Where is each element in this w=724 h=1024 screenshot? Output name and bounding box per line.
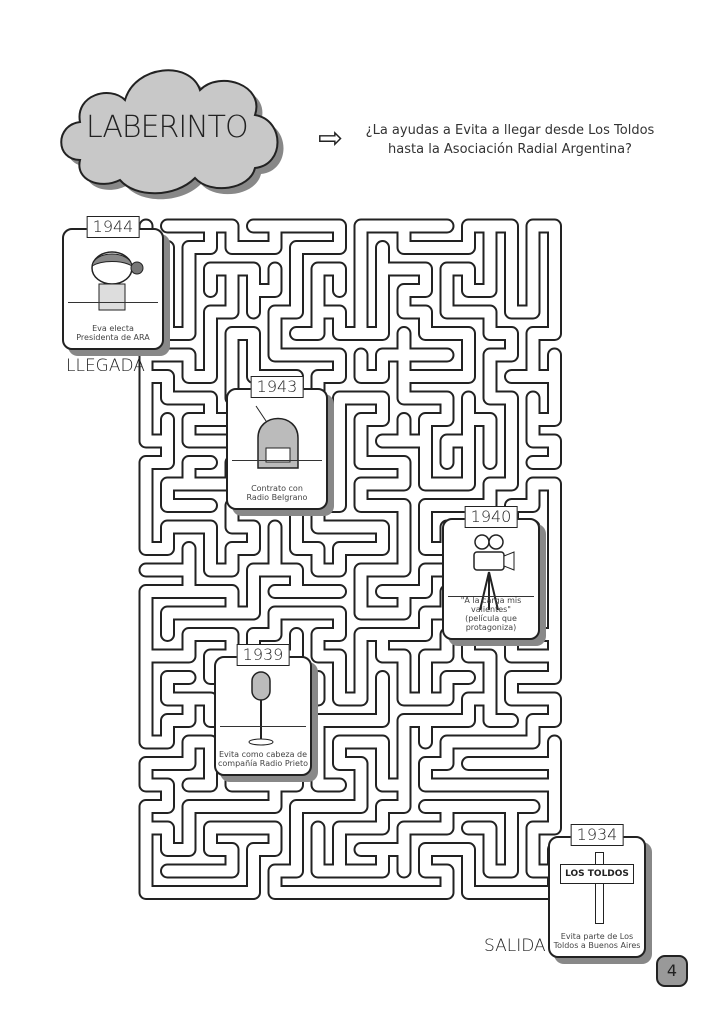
arrow-right-icon: ⇨ — [318, 121, 344, 156]
card-caption: "A la carga mis valientes"(película que … — [460, 596, 522, 632]
card-year: 1939 — [236, 644, 290, 666]
radio-icon — [255, 405, 299, 469]
finish-label: LLEGADA — [66, 356, 145, 376]
card-year: 1944 — [86, 216, 140, 238]
title-cloud — [60, 69, 284, 200]
card-year: 1943 — [250, 376, 304, 398]
signpost — [595, 852, 604, 924]
sign-los-toldos: LOS TOLDOS — [560, 864, 634, 884]
card-year: 1934 — [570, 824, 624, 846]
page-number: 4 — [656, 955, 688, 987]
microphone-icon — [248, 671, 274, 746]
instructions-line-2: hasta la Asociación Radial Argentina? — [388, 142, 632, 157]
start-label: SALIDA — [484, 936, 546, 956]
page-title: LABERINTO — [86, 110, 249, 145]
instructions-line-1: ¿La ayudas a Evita a llegar desde Los To… — [365, 123, 655, 138]
instructions: ¿La ayudas a Evita a llegar desde Los To… — [365, 121, 655, 159]
film-camera-icon — [473, 534, 515, 611]
card-year: 1940 — [464, 506, 518, 528]
card-1940: 1940 "A la carga mis valientes"(película… — [442, 506, 540, 640]
evita-figure-icon — [91, 251, 144, 311]
